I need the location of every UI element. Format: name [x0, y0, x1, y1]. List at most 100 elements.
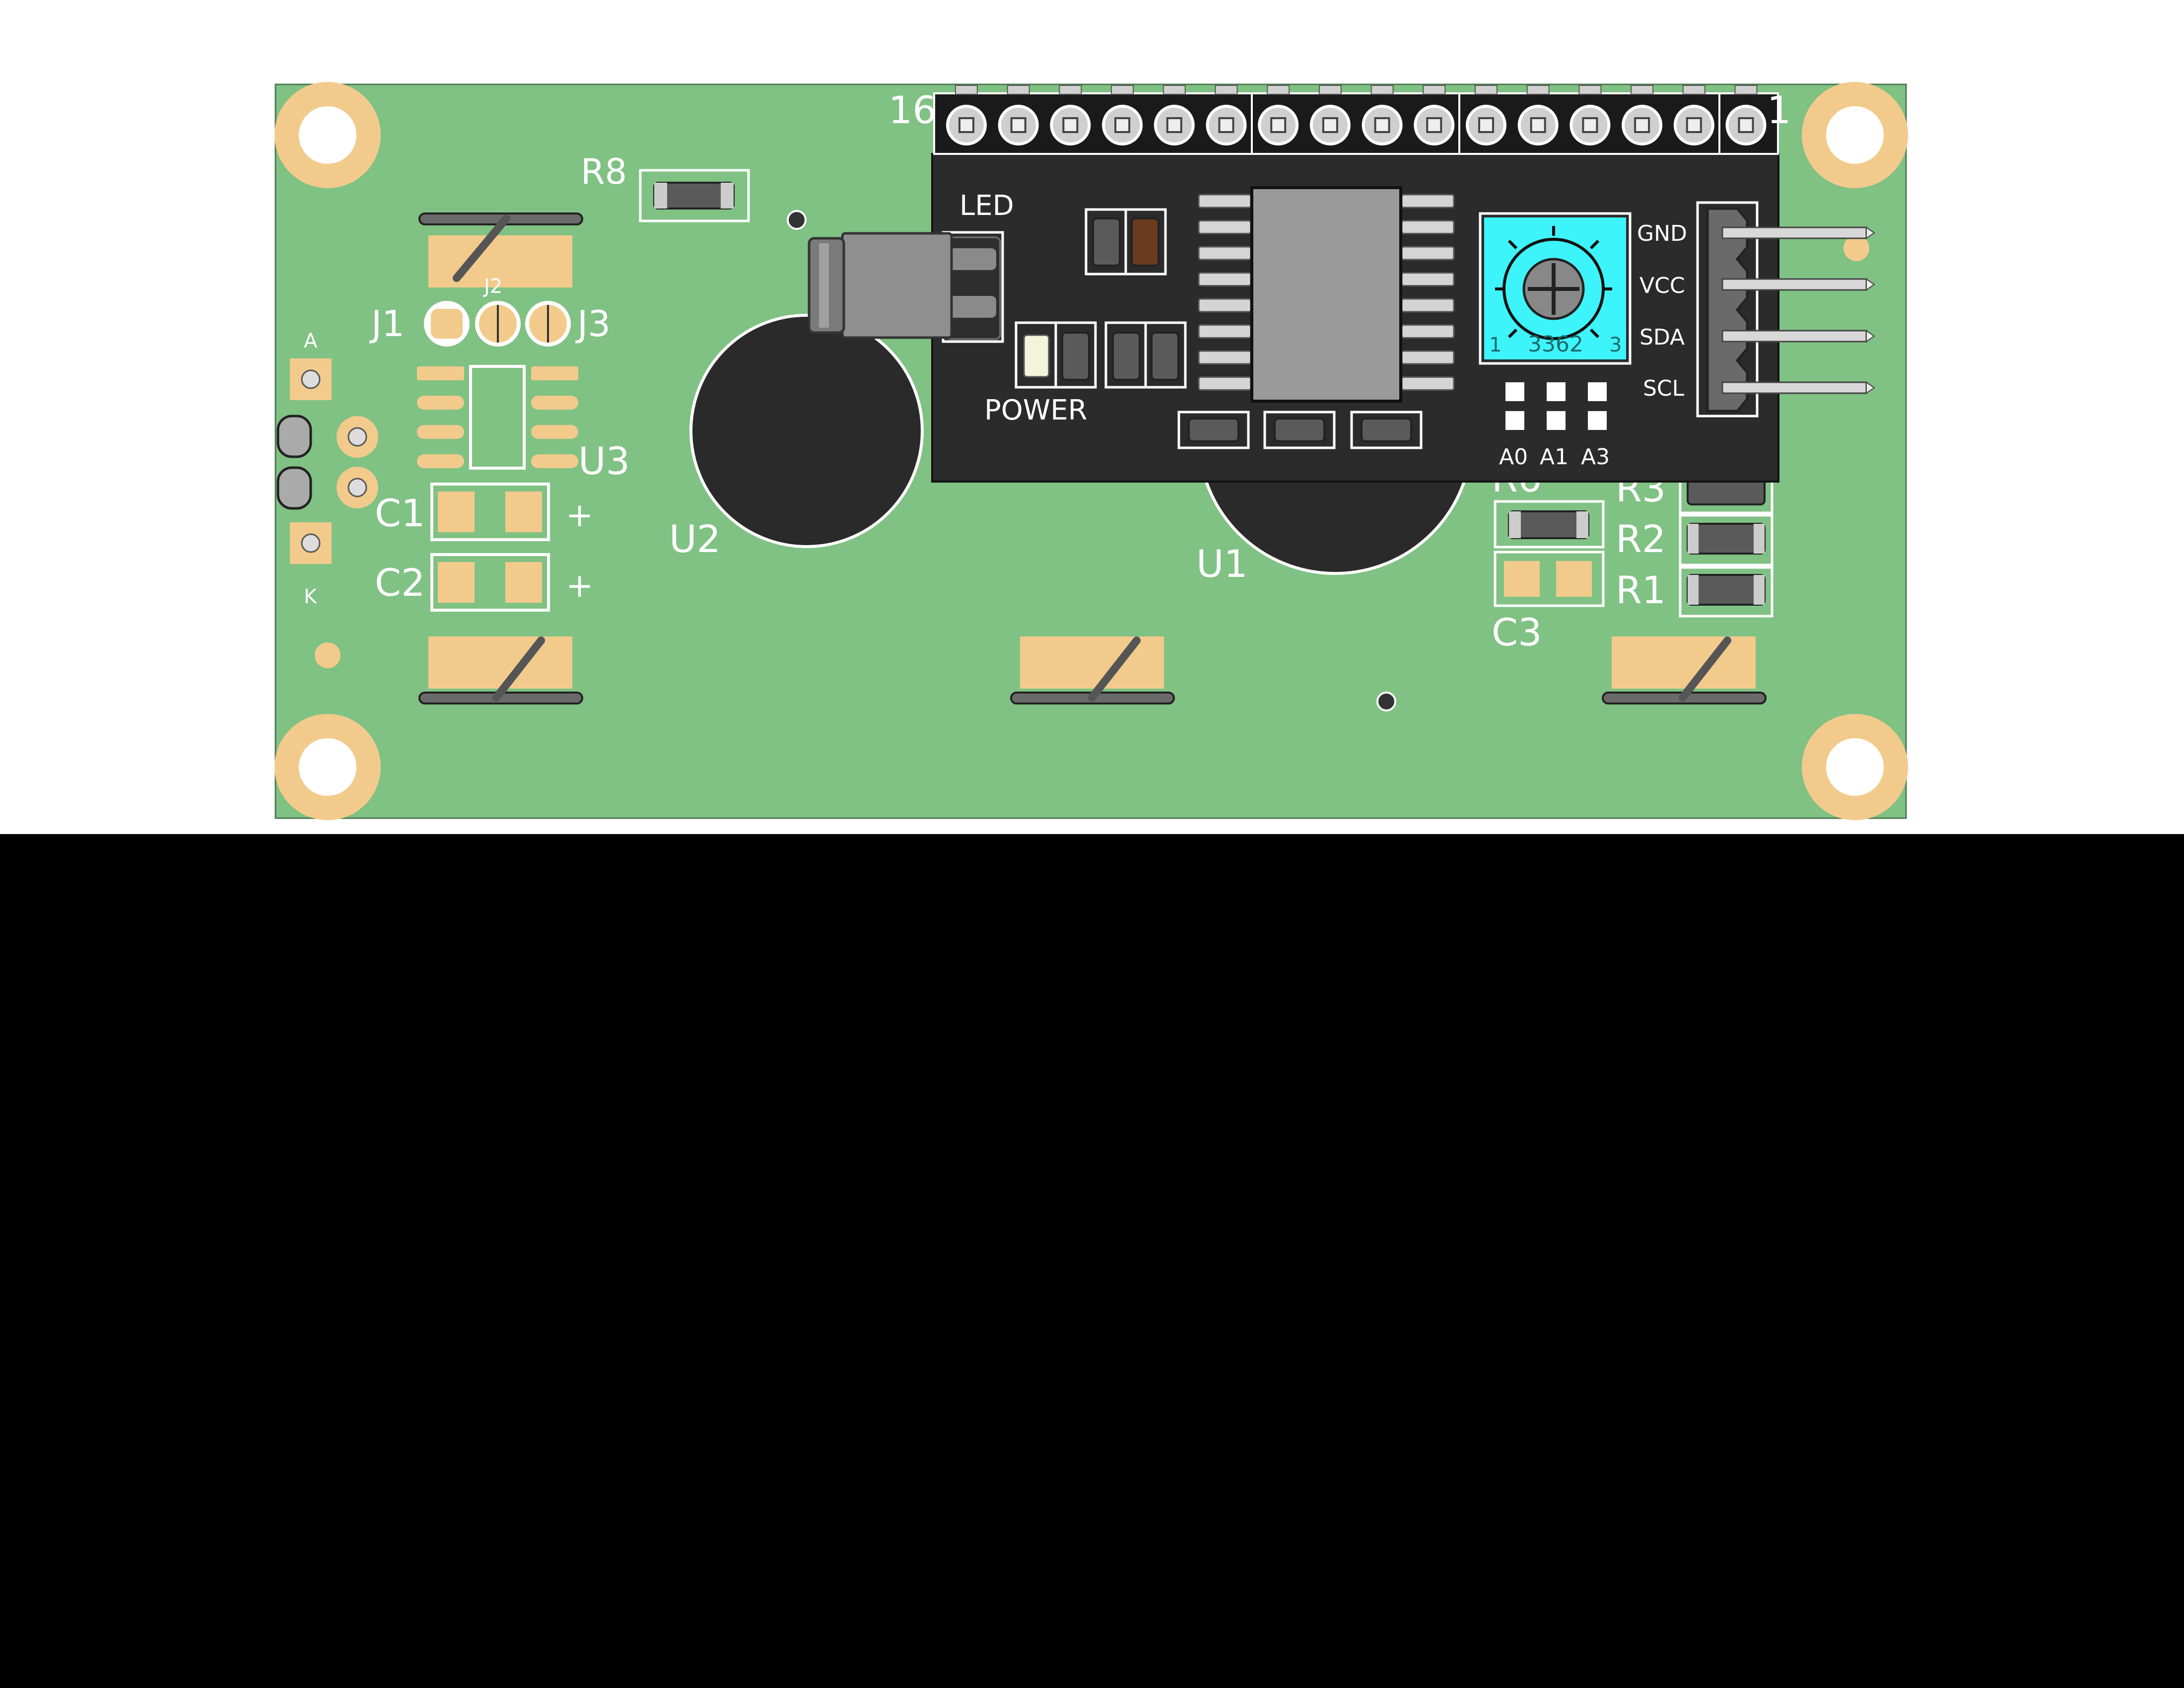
label-a3: A3: [1581, 444, 1610, 470]
resistor-r8: [639, 169, 750, 222]
header-pin: [1466, 85, 1506, 145]
label-u2: U2: [669, 517, 721, 561]
mounting-hole-top-right: [1802, 82, 1908, 188]
header-pin: [1725, 85, 1767, 145]
mounting-hole-bottom-right: [1802, 714, 1908, 820]
bezel-clip-top: [418, 212, 583, 287]
header-pin: [1309, 85, 1351, 145]
resistor-r1: [1679, 566, 1774, 618]
label-pin1: 1: [1767, 88, 1791, 132]
label-pin-a: A: [304, 330, 318, 352]
label-gnd: GND: [1637, 221, 1687, 246]
i2c-backpack: 16 1 LED POWER: [808, 85, 1875, 483]
resistor-r6: [1494, 500, 1605, 549]
mounting-hole-bottom-left: [274, 714, 381, 820]
chip-u2-blob: [689, 314, 924, 548]
chip-leg-right: [1401, 350, 1455, 365]
label-sda: SDA: [1639, 325, 1685, 350]
header-pin: [998, 85, 1039, 145]
chip-leg-right: [1401, 272, 1455, 286]
label-pot-pin1: 1: [1489, 334, 1502, 356]
header-pin: [1570, 85, 1611, 145]
label-power: POWER: [984, 394, 1088, 426]
resistor-r2: [1679, 514, 1774, 566]
solder-jumper-j1-j3: [424, 301, 571, 347]
label-c1: C1: [375, 491, 425, 535]
chip-u3-footprint: [417, 365, 578, 470]
chip-leg-left: [1198, 194, 1252, 209]
chip-leg-left: [1198, 324, 1252, 339]
label-scl: SCL: [1643, 376, 1685, 401]
bezel-clip-bottom-left: [418, 636, 583, 704]
via-1: [787, 210, 807, 230]
smd-pair-2: [1085, 208, 1167, 276]
label-r2: R2: [1616, 517, 1666, 561]
header-pin: [1517, 85, 1559, 145]
label-u3: U3: [578, 439, 630, 483]
label-pin16: 16: [888, 88, 937, 132]
header-pin: [1258, 85, 1299, 145]
label-r8: R8: [581, 151, 627, 192]
backlight-pads: [276, 358, 378, 564]
via-3: [1843, 235, 1869, 261]
mounting-hole-top-left: [274, 82, 381, 188]
address-pads: [1505, 382, 1607, 430]
label-pin-k: K: [304, 585, 318, 608]
header-pin: [1206, 85, 1247, 145]
label-a1: A1: [1540, 444, 1569, 470]
header-pin: [1102, 85, 1143, 145]
power-led: [1015, 321, 1097, 389]
header-pin: [1154, 85, 1195, 145]
header-pin: [1622, 85, 1663, 145]
bezel-clip-bottom-middle: [1010, 636, 1175, 704]
chip-leg-right: [1401, 220, 1455, 234]
chip-leg-right: [1401, 194, 1455, 209]
label-j3: J3: [575, 303, 611, 345]
header-pin: [1362, 85, 1403, 145]
label-led: LED: [959, 190, 1014, 222]
label-pot-pin3: 3: [1609, 334, 1622, 356]
chip-leg-right: [1401, 324, 1455, 339]
i2c-pin: [1721, 278, 1875, 291]
label-j2: J2: [482, 275, 502, 298]
bezel-clip-bottom-right: [1602, 636, 1767, 704]
chip-leg-left: [1198, 376, 1252, 391]
header-pin: [1050, 85, 1091, 145]
i2c-header: [1696, 201, 1875, 418]
label-j1: J1: [369, 303, 405, 345]
chip-leg-left: [1198, 298, 1252, 313]
chip-leg-left: [1198, 220, 1252, 234]
chip-leg-left: [1198, 350, 1252, 365]
smd-bottom-row: [1177, 411, 1423, 449]
via-2: [1376, 692, 1396, 711]
label-vcc: VCC: [1639, 273, 1685, 298]
pcf8574-chip: [1198, 186, 1455, 403]
label-pot-model: 3362: [1528, 332, 1583, 357]
contrast-potentiometer: [1479, 212, 1632, 365]
chip-leg-right: [1401, 298, 1455, 313]
header-pin: [946, 85, 987, 145]
label-r1: R1: [1616, 568, 1666, 612]
led-jumper: [808, 231, 1004, 343]
capacitor-c2: [430, 553, 550, 612]
header-pin: [1414, 85, 1455, 145]
label-c2: C2: [375, 561, 425, 605]
chip-leg-left: [1198, 272, 1252, 286]
i2c-pin: [1721, 381, 1875, 394]
label-u1: U1: [1196, 542, 1248, 586]
label-c3: C3: [1492, 610, 1542, 654]
i2c-pin: [1721, 330, 1875, 343]
header-pin: [1673, 85, 1714, 145]
via-4: [315, 642, 341, 668]
lcd-pin-header: [933, 85, 1779, 155]
i2c-pin: [1721, 226, 1875, 239]
capacitor-c1: [430, 483, 550, 541]
capacitor-c3: [1494, 551, 1605, 607]
label-c1-plus: +: [566, 496, 593, 534]
label-a0: A0: [1499, 444, 1528, 470]
chip-leg-right: [1401, 376, 1455, 391]
chip-leg-left: [1198, 246, 1252, 261]
label-c2-plus: +: [566, 566, 593, 605]
smd-pair-1: [1104, 321, 1187, 389]
